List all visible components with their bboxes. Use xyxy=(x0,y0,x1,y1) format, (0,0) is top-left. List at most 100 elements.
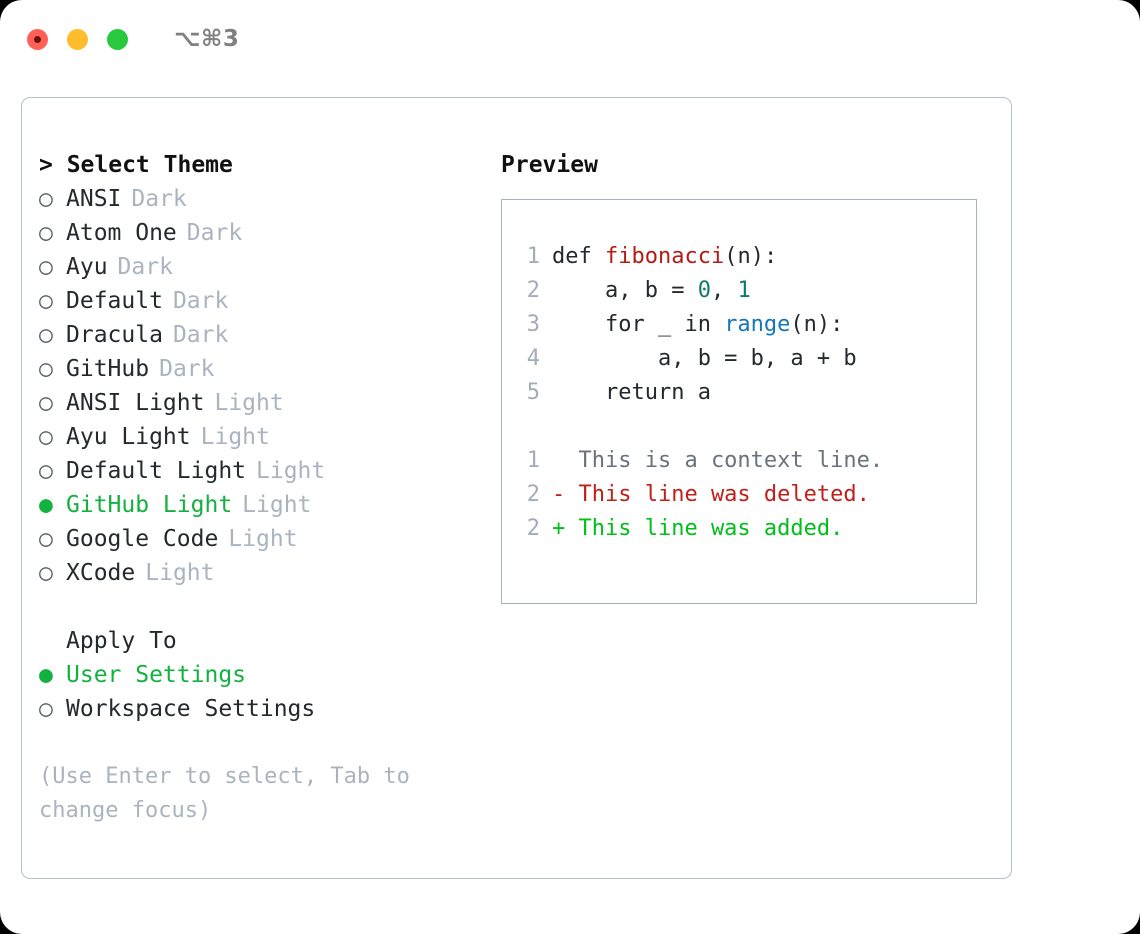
token: def xyxy=(552,244,605,269)
close-button[interactable] xyxy=(27,28,48,50)
code-text: a, b = 0, 1 xyxy=(552,274,751,308)
code-text: a, b = b, a + b xyxy=(552,342,857,376)
radio-unselected-icon: ○ xyxy=(39,254,53,280)
radio-unselected-icon: ○ xyxy=(39,390,53,416)
minimize-button[interactable] xyxy=(67,28,88,50)
apply-to-label: User Settings xyxy=(66,662,247,688)
line-number: 5 xyxy=(526,380,540,405)
token: 0 xyxy=(697,278,711,303)
line-number: 4 xyxy=(526,346,540,371)
apply-to-section: Apply To ● User Settings ○ Workspace Settin… xyxy=(39,624,469,726)
theme-category-tag: Dark xyxy=(186,220,243,246)
token: (n): xyxy=(790,312,844,337)
code-line-1: 1 def fibonacci(n): xyxy=(514,240,972,274)
theme-option-10[interactable]: ○ Google Code Light xyxy=(39,522,469,556)
token: a, b = xyxy=(552,278,698,303)
code-text: def fibonacci(n): xyxy=(552,240,777,274)
select-theme-header: > Select Theme xyxy=(39,152,233,178)
code-line-4: 4 a, b = b, a + b xyxy=(514,342,972,376)
theme-name: GitHub xyxy=(66,356,150,382)
theme-name: Ayu xyxy=(66,254,108,280)
code-text: return a xyxy=(552,376,711,410)
token: range xyxy=(724,312,791,337)
theme-option-3[interactable]: ○ Default Dark xyxy=(39,284,469,318)
token: 1 xyxy=(737,278,751,303)
theme-option-5[interactable]: ○ GitHub Dark xyxy=(39,352,469,386)
window-controls xyxy=(27,28,128,50)
theme-category-tag: Dark xyxy=(159,356,215,382)
line-number: 2 xyxy=(526,278,540,303)
radio-unselected-icon: ○ xyxy=(39,322,53,348)
line-number: 1 xyxy=(526,244,540,269)
line-number: 2 xyxy=(526,516,540,541)
code-line-3: 3 for _ in range(n): xyxy=(514,308,972,342)
apply-to-label: Workspace Settings xyxy=(66,696,316,722)
diff-line-2: 2 + This line was added. xyxy=(514,512,972,546)
radio-unselected-icon: ○ xyxy=(39,526,53,552)
theme-option-4[interactable]: ○ Dracula Dark xyxy=(39,318,469,352)
theme-name: Google Code xyxy=(66,526,219,552)
maximize-button[interactable] xyxy=(107,28,128,50)
code-line-5: 5 return a xyxy=(514,376,972,410)
title-bar: ⌥⌘3 xyxy=(0,0,1140,78)
token: , xyxy=(710,278,738,303)
radio-unselected-icon: ○ xyxy=(39,696,53,722)
theme-category-tag: Light xyxy=(242,492,312,518)
theme-name: XCode xyxy=(66,560,136,586)
theme-category-tag: Dark xyxy=(172,288,229,314)
token: for _ in xyxy=(552,312,725,337)
radio-unselected-icon: ○ xyxy=(39,458,53,484)
theme-option-11[interactable]: ○ XCode Light xyxy=(39,556,469,590)
radio-unselected-icon: ○ xyxy=(39,288,53,314)
spacer xyxy=(514,410,972,444)
theme-name: Ayu Light xyxy=(66,424,191,450)
theme-category-tag: Dark xyxy=(117,254,173,280)
theme-category-tag: Dark xyxy=(131,186,187,212)
theme-category-tag: Light xyxy=(145,560,215,586)
radio-unselected-icon: ○ xyxy=(39,220,53,246)
radio-unselected-icon: ○ xyxy=(39,356,53,382)
theme-option-2[interactable]: ○ Ayu Dark xyxy=(39,250,469,284)
theme-name: Dracula xyxy=(66,322,163,348)
radio-unselected-icon: ○ xyxy=(39,560,53,586)
diff-line-1: 2 - This line was deleted. xyxy=(514,478,972,512)
preview-title: Preview xyxy=(501,152,598,178)
theme-name: ANSI xyxy=(66,186,122,212)
theme-category-tag: Light xyxy=(256,458,326,484)
diff-text: - This line was deleted. xyxy=(552,482,870,507)
line-number: 1 xyxy=(526,448,540,473)
line-number: 3 xyxy=(526,312,540,337)
diff-text: + This line was added. xyxy=(552,516,844,541)
theme-name: Default xyxy=(66,288,163,314)
keyboard-shortcut-label: ⌥⌘3 xyxy=(174,26,240,52)
theme-option-0[interactable]: ○ ANSI Dark xyxy=(39,182,469,216)
token: return a xyxy=(552,380,711,405)
diff-block: 1 This is a context line. 2 - This line wa… xyxy=(514,444,972,546)
theme-category-tag: Light xyxy=(228,526,298,552)
diff-line-0: 1 This is a context line. xyxy=(514,444,972,478)
radio-unselected-icon: ○ xyxy=(39,424,53,450)
radio-unselected-icon: ○ xyxy=(39,186,53,212)
token: (n): xyxy=(724,244,778,269)
apply-to-title: Apply To xyxy=(66,628,177,654)
apply-to-list[interactable]: ● User Settings ○ Workspace Settings xyxy=(39,658,469,726)
keyboard-hint: (Use Enter to select, Tab to change focu… xyxy=(39,764,410,823)
apply-to-option-1[interactable]: ○ Workspace Settings xyxy=(39,692,469,726)
apply-to-option-0[interactable]: ● User Settings xyxy=(39,658,469,692)
theme-category-tag: Dark xyxy=(172,322,229,348)
radio-selected-icon: ● xyxy=(39,662,53,688)
line-number: 2 xyxy=(526,482,540,507)
diff-text: This is a context line. xyxy=(552,448,884,473)
